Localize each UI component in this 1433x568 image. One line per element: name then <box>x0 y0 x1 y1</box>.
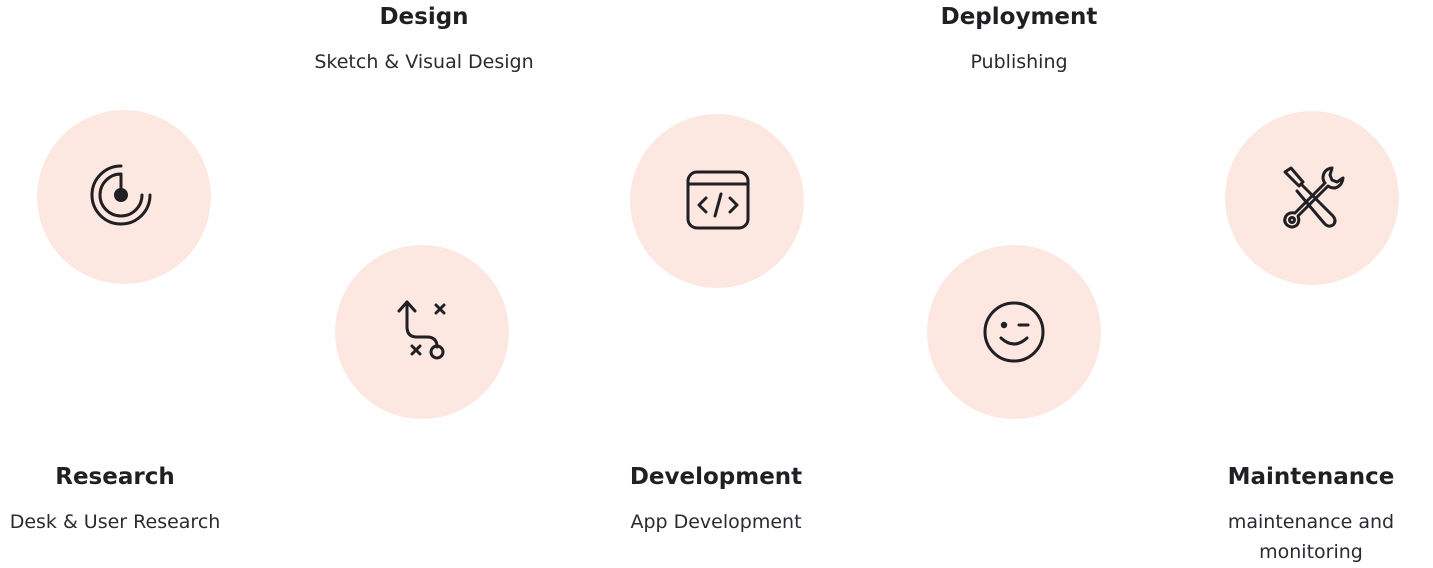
design-label: Design Sketch & Visual Design <box>274 3 574 77</box>
design-title: Design <box>379 4 469 30</box>
radar-target-icon <box>90 164 152 226</box>
research-title: Research <box>55 464 175 490</box>
code-window-icon <box>686 170 750 230</box>
maintenance-step-circle <box>1225 111 1399 285</box>
development-step-circle <box>630 114 804 288</box>
maintenance-label: Maintenance maintenance and monitoring <box>1161 463 1433 567</box>
maintenance-subtitle: maintenance and monitoring <box>1227 511 1395 563</box>
research-step-circle <box>37 110 211 284</box>
maintenance-title: Maintenance <box>1227 464 1395 490</box>
wink-smiley-icon <box>983 301 1045 363</box>
development-title: Development <box>629 464 803 490</box>
deployment-label: Deployment Publishing <box>869 3 1169 77</box>
deployment-step-circle <box>927 245 1101 419</box>
tools-icon <box>1283 166 1345 229</box>
route-path-icon <box>397 300 446 360</box>
design-subtitle: Sketch & Visual Design <box>314 51 534 73</box>
deployment-title: Deployment <box>940 4 1098 30</box>
deployment-subtitle: Publishing <box>970 51 1068 73</box>
research-subtitle: Desk & User Research <box>9 511 221 533</box>
development-subtitle: App Development <box>630 511 802 533</box>
development-label: Development App Development <box>566 463 866 537</box>
design-step-circle <box>335 245 509 419</box>
research-label: Research Desk & User Research <box>0 463 265 537</box>
